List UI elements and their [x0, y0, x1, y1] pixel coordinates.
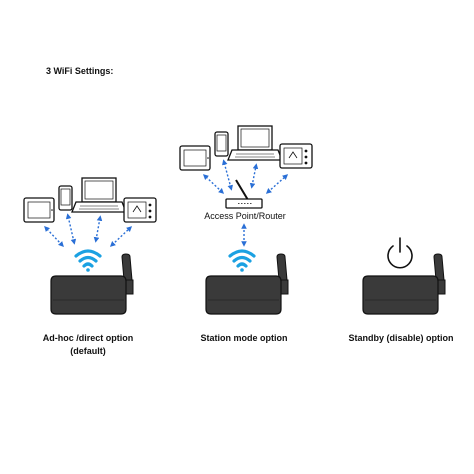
standby-caption: Standby (disable) option — [336, 332, 466, 345]
arrow-phone — [65, 213, 77, 245]
station-arrows — [202, 159, 289, 247]
tablet-icon — [23, 197, 55, 223]
adhoc-caption-line2: (default) — [70, 346, 106, 356]
page-title: 3 WiFi Settings: — [46, 66, 114, 76]
router-label: Access Point/Router — [204, 211, 286, 221]
adhoc-caption-line1: Ad-hoc /direct option — [42, 333, 134, 343]
tablet-icon — [179, 145, 211, 171]
station-devices-group — [179, 125, 313, 171]
arrow-thermostat — [109, 226, 133, 247]
gateway-device — [205, 253, 289, 315]
arrow-laptop — [249, 163, 259, 189]
arrow-thermostat — [265, 174, 289, 194]
thermostat-icon — [279, 143, 313, 169]
wifi-icon — [74, 249, 102, 272]
adhoc-arrows — [44, 213, 133, 248]
adhoc-devices-group — [23, 177, 157, 223]
arrow-tablet — [202, 174, 225, 194]
laptop-icon — [71, 177, 127, 213]
standby-caption-line1: Standby (disable) option — [348, 333, 454, 343]
adhoc-caption: Ad-hoc /direct option (default) — [20, 332, 156, 358]
gateway-device — [362, 253, 446, 315]
arrow-laptop — [93, 215, 103, 243]
station-caption: Station mode option — [176, 332, 312, 345]
thermostat-icon — [123, 197, 157, 223]
wifi-icon — [228, 249, 256, 272]
station-caption-line1: Station mode option — [200, 333, 288, 343]
laptop-icon — [227, 125, 283, 161]
gateway-device — [50, 253, 134, 315]
phone-icon — [58, 185, 73, 211]
power-icon — [387, 237, 413, 269]
arrow-phone — [222, 159, 233, 191]
arrow-tablet — [44, 225, 64, 248]
router-icon — [225, 179, 263, 209]
phone-icon — [214, 131, 229, 157]
